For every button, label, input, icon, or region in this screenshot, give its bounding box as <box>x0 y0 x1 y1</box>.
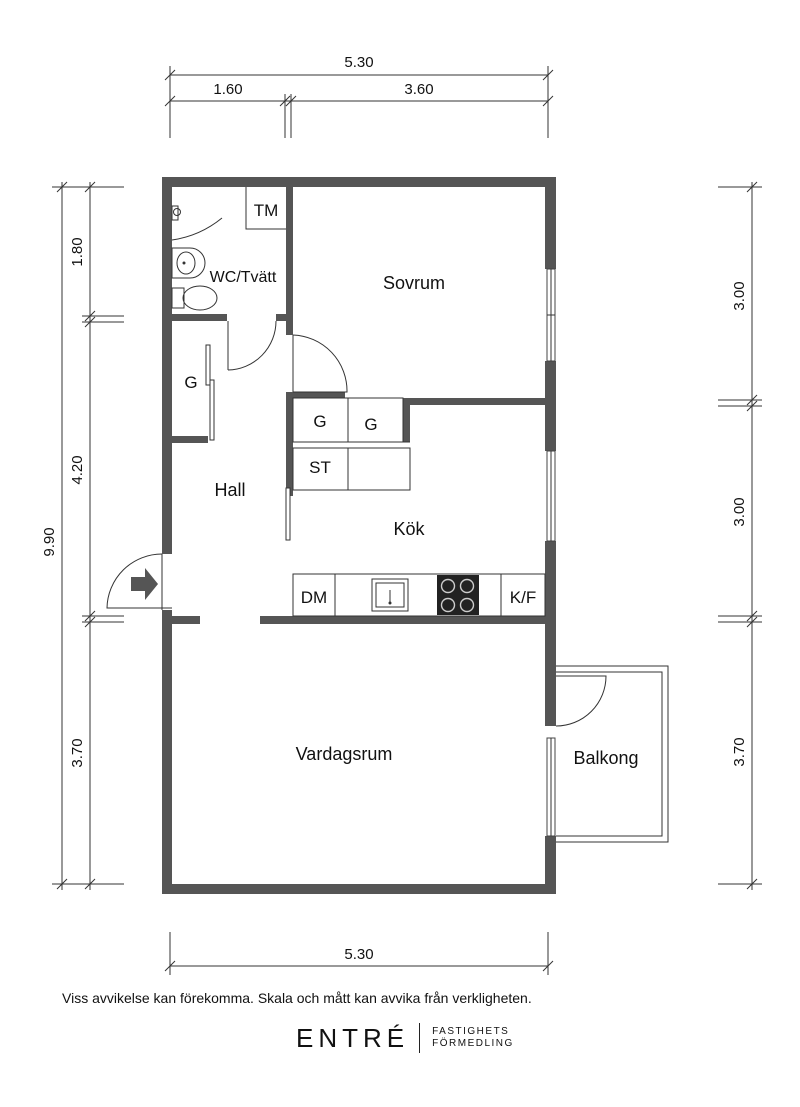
shower-icon <box>173 208 181 216</box>
walls <box>162 177 556 894</box>
dim-bottom-total: 5.30 <box>344 946 373 963</box>
logo-sub-line2: FÖRMEDLING <box>432 1038 514 1049</box>
room-label-tm: TM <box>254 201 279 220</box>
logo-sub-line1: FASTIGHETS <box>432 1026 510 1037</box>
room-label-sovrum: Sovrum <box>383 273 445 293</box>
dimension-left: 9.90 1.80 4.20 3.70 <box>41 181 124 890</box>
dimension-right: 3.00 3.00 3.70 <box>718 181 762 890</box>
room-label-g1: G <box>313 412 326 431</box>
room-label-closet: G <box>184 373 197 392</box>
entrance-arrow-icon <box>131 568 158 600</box>
room-label-hall: Hall <box>214 480 245 500</box>
dim-top-left: 1.60 <box>213 81 242 98</box>
stove-icon <box>437 575 479 615</box>
room-label-kok: Kök <box>393 519 425 539</box>
dim-top-right: 3.60 <box>404 81 433 98</box>
fixtures <box>171 187 546 617</box>
room-label-kf: K/F <box>510 588 536 607</box>
brand-logo: ENTRÉ FASTIGHETS FÖRMEDLING <box>296 1022 514 1054</box>
logo-main-text: ENTRÉ <box>296 1022 410 1053</box>
balcony-outline <box>556 665 669 843</box>
dimension-bottom: 5.30 <box>164 932 554 975</box>
logo-separator <box>419 1023 421 1053</box>
dim-left-top: 1.80 <box>69 237 86 266</box>
dim-right-top: 3.00 <box>731 281 748 310</box>
dim-left-total: 9.90 <box>41 527 58 556</box>
windows <box>546 268 556 837</box>
dim-right-mid: 3.00 <box>731 497 748 526</box>
room-label-st: ST <box>309 458 331 477</box>
room-label-g2: G <box>364 415 377 434</box>
dim-left-mid: 4.20 <box>69 455 86 484</box>
room-label-dm: DM <box>301 588 327 607</box>
toilet-icon <box>171 285 218 311</box>
kitchen-sink-icon <box>371 578 409 612</box>
room-label-vardagsrum: Vardagsrum <box>296 744 393 764</box>
room-labels: TM WC/Tvätt Sovrum G Hall G G ST Kök DM … <box>184 201 638 768</box>
disclaimer-text: Viss avvikelse kan förekomma. Skala och … <box>62 990 532 1006</box>
doors <box>106 320 607 727</box>
dimension-top: 5.30 1.60 3.60 <box>164 54 554 138</box>
dim-left-bottom: 3.70 <box>69 738 86 767</box>
room-label-wc: WC/Tvätt <box>210 269 277 286</box>
logo-sub-text: FASTIGHETS FÖRMEDLING <box>432 1026 514 1050</box>
sink-icon <box>171 247 206 279</box>
dim-right-bottom: 3.70 <box>731 737 748 766</box>
dim-top-total: 5.30 <box>344 54 373 71</box>
room-label-balkong: Balkong <box>573 748 638 768</box>
